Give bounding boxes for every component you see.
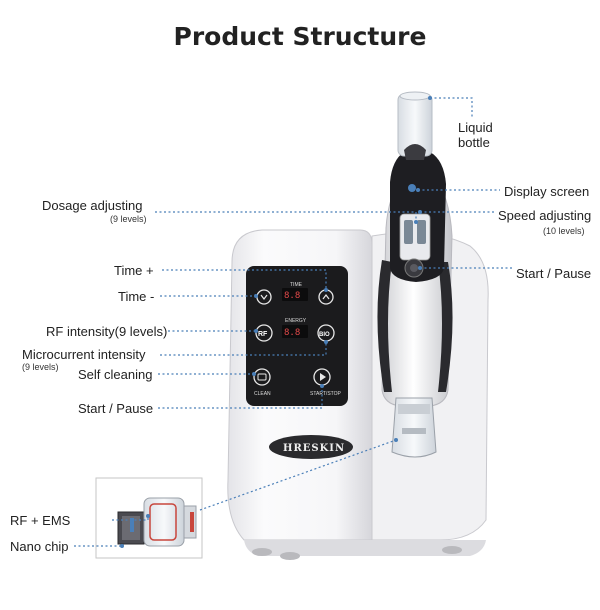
start-stop-label: START/STOP [310,391,342,397]
svg-text:8.8: 8.8 [284,291,300,301]
label-dosage-levels: (9 levels) [110,214,147,224]
label-speed-levels: (10 levels) [543,226,585,236]
leader-lines [74,97,512,547]
label-time-minus: Time - [118,289,155,304]
label-speed-adjusting: Speed adjusting [498,208,592,223]
label-display-screen: Display screen [504,184,590,199]
nano-chip-inset [95,477,203,559]
display-screen-icon [408,184,416,192]
label-time-plus: Time + [114,263,154,278]
clean-label: CLEAN [254,391,271,397]
label-rf-intensity: RF intensity(9 levels) [46,324,168,339]
energy-label: ENERGY [285,318,307,324]
label-nano-chip: Nano chip [10,539,69,554]
label-self-cleaning: Self cleaning [78,367,153,382]
label-rf-ems: RF + EMS [10,513,71,528]
clean-button[interactable] [253,368,271,386]
rf-button-label: RF [258,331,268,338]
label-start-pause-right: Start / Pause [516,266,592,281]
page-title: Product Structure [173,22,427,51]
time-label: TIME [290,282,303,288]
handheld-wand [377,91,453,458]
label-dosage-adjusting: Dosage adjusting [42,198,143,213]
brand-logo: HRESKIN [269,435,353,459]
speed-down-button[interactable] [404,220,413,244]
speed-up-button[interactable] [417,220,426,244]
control-panel: TIME 8.8 ENERGY 8.8 RF BIO CLEAN START/S… [246,266,348,406]
label-microcurrent-levels: (9 levels) [22,362,59,372]
svg-text:8.8: 8.8 [284,328,300,338]
label-microcurrent: Microcurrent intensity [22,347,146,362]
bio-button-label: BIO [319,332,330,338]
label-liquid-bottle-1: Liquid [458,120,493,135]
label-liquid-bottle-2: bottle [458,135,490,150]
brand-logo-text: HRESKIN [283,443,345,454]
leader-dots [120,96,432,548]
label-start-pause-left: Start / Pause [78,401,154,416]
